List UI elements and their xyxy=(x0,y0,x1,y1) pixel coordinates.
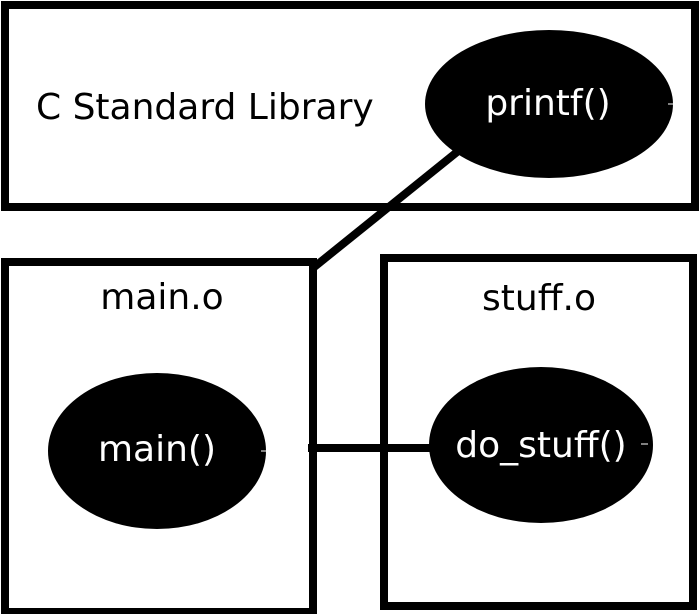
main-function-node-shape xyxy=(48,373,266,529)
do-stuff-node-label: do_stuff() xyxy=(455,425,626,466)
printf-node-label: printf() xyxy=(485,83,610,124)
printf-link-line xyxy=(310,144,465,272)
stuff-object-box-label: stuff.o xyxy=(482,278,596,319)
do-stuff-node-shape xyxy=(429,367,653,523)
library-box-label: C Standard Library xyxy=(36,87,374,128)
main-function-node-label: main() xyxy=(98,429,216,470)
printf-node-shape xyxy=(425,30,673,178)
do-stuff-node: do_stuff() xyxy=(429,367,653,523)
main-object-box-label: main.o xyxy=(100,277,223,318)
printf-node: printf() xyxy=(425,30,674,178)
main-function-node: main() xyxy=(48,373,267,529)
